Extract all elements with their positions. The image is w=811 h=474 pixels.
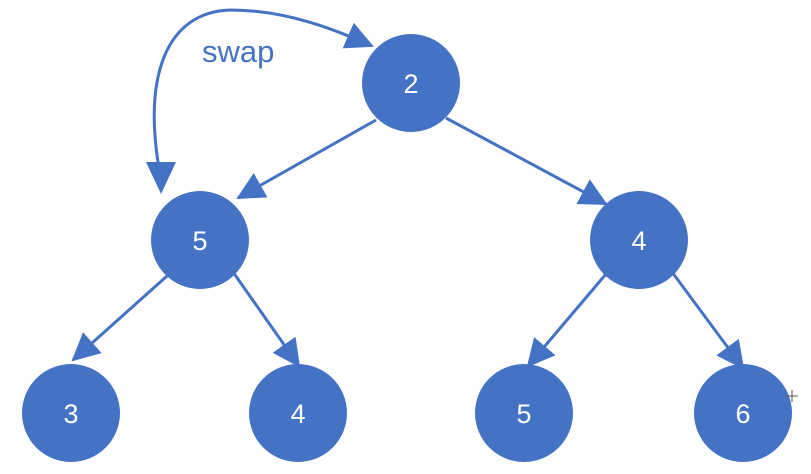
node-left-left: 3 [22, 364, 120, 462]
node-right-right-value: 6 [735, 399, 750, 429]
swap-label: swap [202, 34, 274, 69]
node-left-right-value: 4 [290, 399, 305, 429]
edge-left-leftright [231, 271, 301, 368]
node-right-left: 5 [475, 364, 573, 462]
edge-root-left [236, 118, 377, 200]
node-left-right: 4 [249, 364, 347, 462]
node-root-value: 2 [403, 69, 418, 99]
edge-left-leftleft [71, 274, 168, 362]
edge-right-rightleft [526, 273, 608, 368]
crosshair-cursor-icon [786, 390, 798, 402]
edges [71, 116, 745, 370]
node-root: 2 [362, 34, 460, 132]
edge-root-right [445, 116, 608, 206]
node-left-left-value: 3 [63, 399, 78, 429]
swap-arrow [152, 8, 374, 181]
node-left-value: 5 [192, 226, 207, 256]
node-right-right: 6 [694, 364, 792, 462]
node-right-value: 4 [631, 226, 646, 256]
node-left: 5 [151, 191, 249, 289]
node-right-left-value: 5 [516, 399, 531, 429]
node-right: 4 [590, 191, 688, 289]
edge-right-rightright [670, 271, 745, 370]
swap-annotation: swap [146, 8, 374, 194]
swap-arrow-start-head [146, 162, 176, 194]
